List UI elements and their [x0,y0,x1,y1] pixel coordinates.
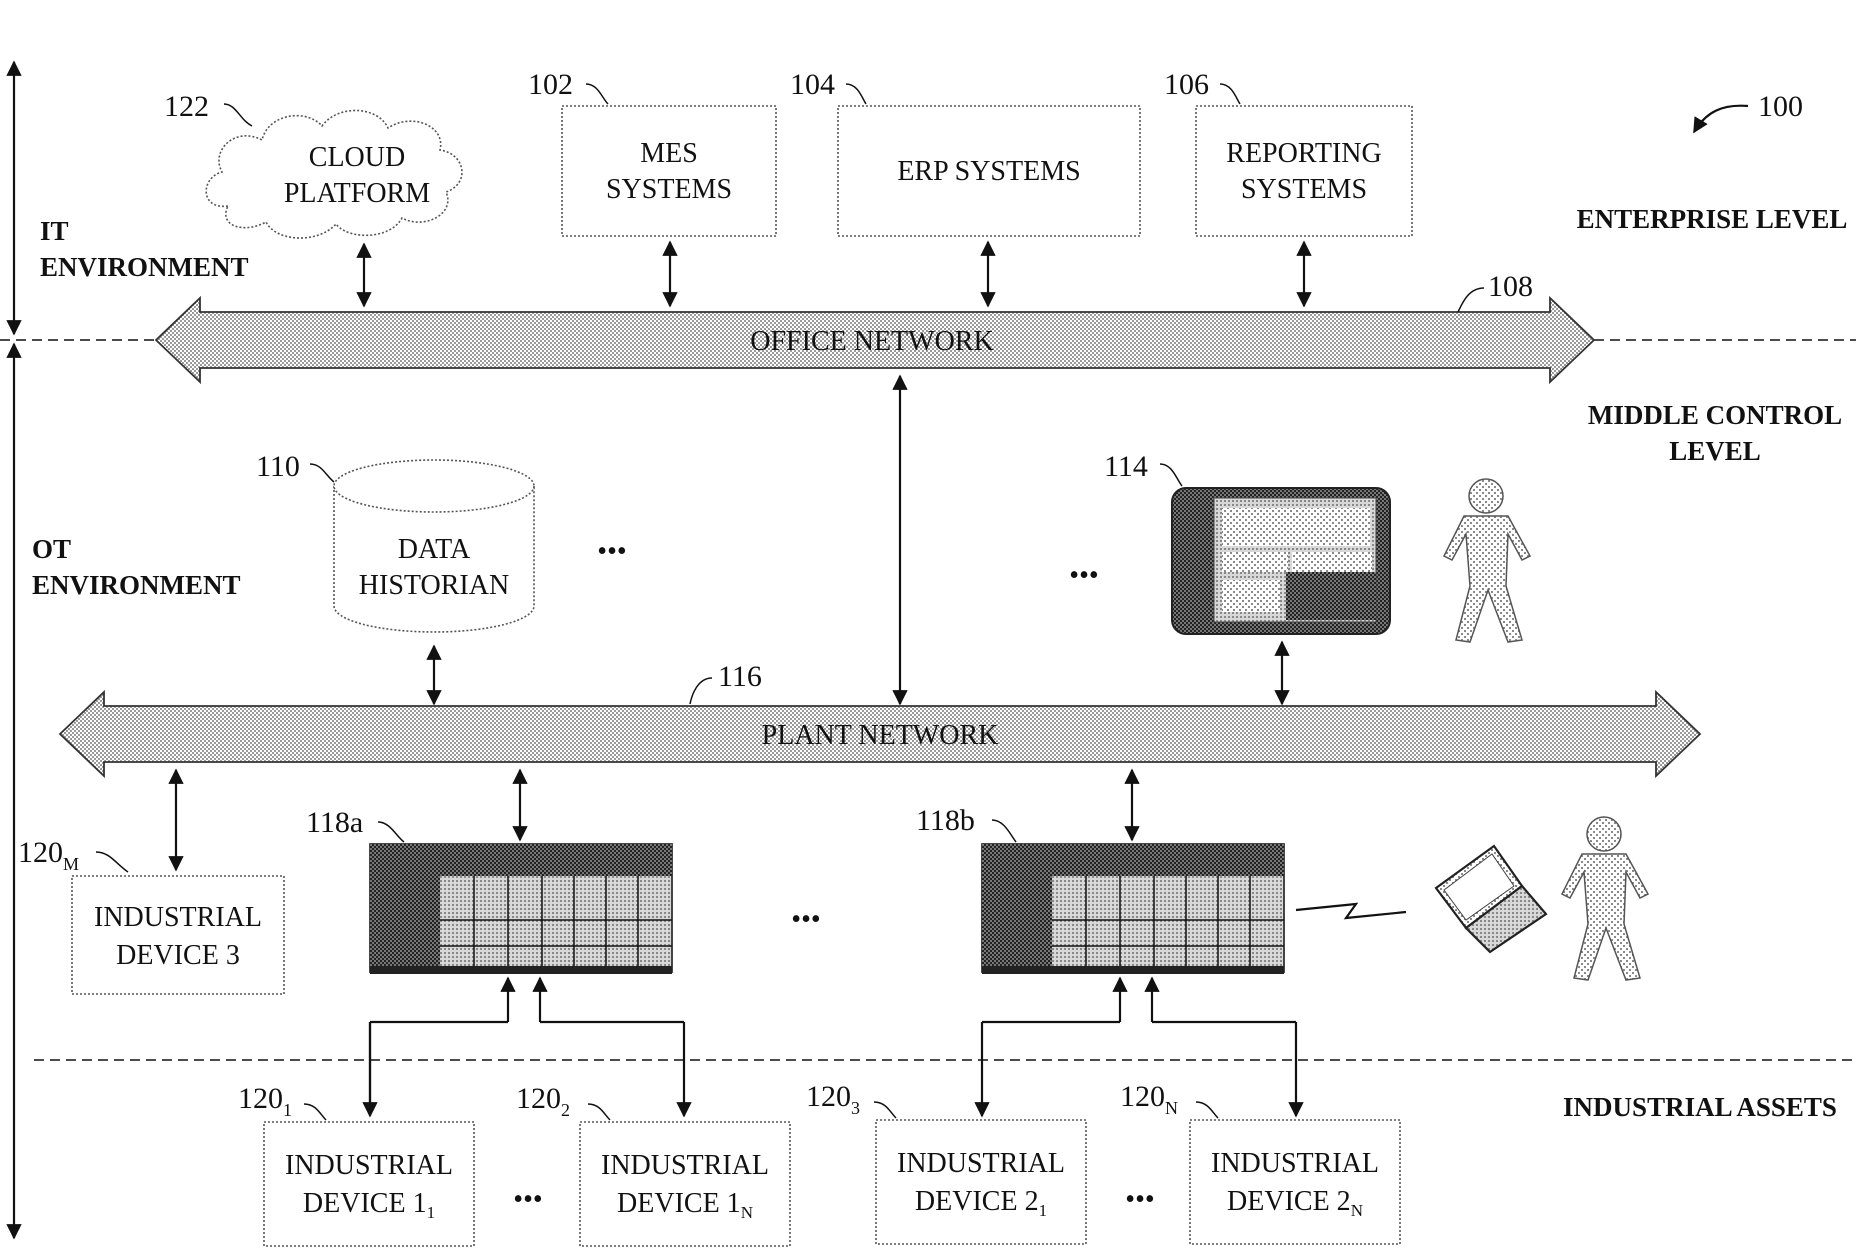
historian-ref: 110 [256,450,300,483]
cloud-ref: 122 [164,90,209,123]
erp-systems-box: ERP SYSTEMS 104 [790,68,1140,236]
figure-ref-number: 100 [1758,90,1803,123]
plant-network-label: PLANT NETWORK [762,720,999,751]
data-historian: DATA HISTORIAN 110 [256,450,534,632]
industrial-device-1-1-box: INDUSTRIAL DEVICE 11 1201 [238,1082,474,1246]
device-2-n-ref: 120N [1120,1080,1178,1118]
device-2-1-label-2: DEVICE 21 [915,1186,1047,1220]
device-1-1-ref: 1201 [238,1082,292,1120]
cloud-platform-label-1: CLOUD [309,142,405,173]
ellipsis-controllers: ••• [791,904,820,935]
device-2-1-label-1: INDUSTRIAL [897,1148,1065,1179]
device-2-n-label-2: DEVICE 2N [1227,1186,1363,1220]
mes-label-2: SYSTEMS [606,174,732,205]
technician-person-icon [1562,817,1648,980]
device-1-n-label-1: INDUSTRIAL [601,1150,769,1181]
office-network-label: OFFICE NETWORK [750,326,993,357]
mes-label-1: MES [640,138,698,169]
enterprise-level-label: ENTERPRISE LEVEL [1577,204,1848,234]
cloud-platform-label-2: PLATFORM [284,178,430,209]
hmi-ref: 114 [1104,450,1148,483]
ot-environment-label-2: ENVIRONMENT [32,570,241,600]
plant-network-bus: PLANT NETWORK 116 [60,660,1700,776]
mes-systems-box: MES SYSTEMS 102 [528,68,776,236]
wireless-link-icon [1296,904,1406,918]
controller-118a: 118a [306,806,672,974]
industrial-device-1-n-box: INDUSTRIAL DEVICE 1N 1202 [516,1082,790,1246]
industrial-device-2-1-box: INDUSTRIAL DEVICE 21 1203 [806,1080,1086,1244]
reporting-label-1: REPORTING [1226,138,1381,169]
industrial-assets-label: INDUSTRIAL ASSETS [1563,1092,1837,1122]
reporting-ref: 106 [1164,68,1209,101]
office-network-bus: OFFICE NETWORK 108 [156,270,1594,382]
ellipsis-middle-left: ••• [597,536,626,567]
ellipsis-middle-right: ••• [1069,560,1098,591]
device3-label-2: DEVICE 3 [116,940,240,971]
device-1-1-label-1: INDUSTRIAL [285,1150,453,1181]
historian-label-2: HISTORIAN [359,570,509,601]
it-environment-label-2: ENVIRONMENT [40,252,249,282]
figure-reference: 100 [1694,90,1803,132]
ot-environment-label-1: OT [32,534,71,564]
reporting-systems-box: REPORTING SYSTEMS 106 [1164,68,1412,236]
ellipsis-devices-right: ••• [1125,1184,1154,1215]
operator-person-icon [1444,479,1530,642]
laptop-icon [1436,846,1546,952]
it-environment-label-1: IT [40,216,69,246]
industrial-device-2-n-box: INDUSTRIAL DEVICE 2N 120N [1120,1080,1400,1244]
middle-control-level-label-1: MIDDLE CONTROL [1588,400,1842,430]
cloud-platform: CLOUD PLATFORM 122 [164,90,462,238]
office-network-ref: 108 [1488,270,1533,303]
device3-label-1: INDUSTRIAL [94,902,262,933]
erp-ref: 104 [790,68,835,101]
ellipsis-devices-left: ••• [513,1184,542,1215]
mes-ref: 102 [528,68,573,101]
device-1-1-label-2: DEVICE 11 [303,1188,435,1222]
device-2-n-label-1: INDUSTRIAL [1211,1148,1379,1179]
reporting-label-2: SYSTEMS [1241,174,1367,205]
erp-label: ERP SYSTEMS [897,156,1080,187]
device3-ref: 120M [18,836,79,874]
hmi-terminal: 114 [1104,450,1390,634]
device-1-n-label-2: DEVICE 1N [617,1188,753,1222]
industrial-device-3-box: INDUSTRIAL DEVICE 3 120M [18,836,284,994]
controller-b-ref: 118b [916,804,975,837]
controller-a-ref: 118a [306,806,363,839]
historian-label-1: DATA [398,534,471,565]
controller-118b: 118b [916,804,1284,974]
middle-control-level-label-2: LEVEL [1669,436,1761,466]
device-1-n-ref: 1202 [516,1082,570,1120]
device-2-1-ref: 1203 [806,1080,860,1118]
plant-network-ref: 116 [718,660,762,693]
